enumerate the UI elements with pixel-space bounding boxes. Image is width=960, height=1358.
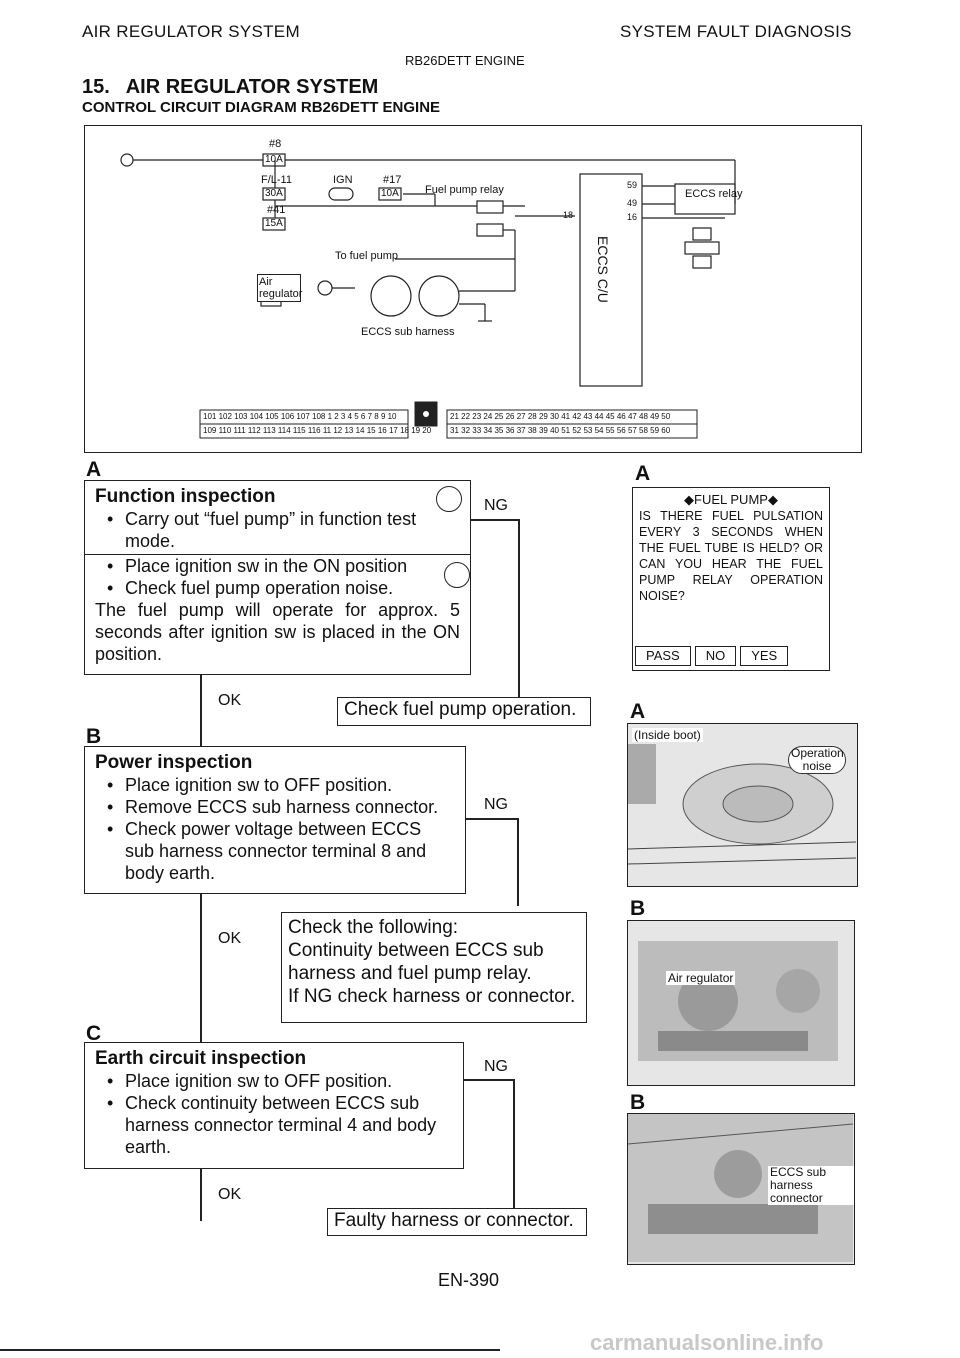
consult-icon — [436, 486, 462, 512]
photo2-label: Air regulator — [666, 971, 736, 985]
step-b-result-line1: Check the following: — [288, 917, 459, 938]
step-a-item3: Check fuel pump operation noise. — [105, 577, 460, 599]
circuit-diagram: #8 10A F/L-11 30A IGN #17 10A #41 15A Fu… — [84, 125, 862, 453]
step-b-label: B — [86, 725, 102, 748]
air-regulator-label: Air regulator — [257, 274, 303, 302]
step-b-title: Power inspection — [95, 752, 253, 773]
photo-eccs-harness: ECCS sub harness connector — [627, 1113, 855, 1265]
pin-49: 49 — [627, 198, 638, 208]
eccs-relay-label: ECCS relay — [685, 188, 743, 200]
side-b-label: B — [630, 897, 646, 920]
section-subtitle: CONTROL CIRCUIT DIAGRAM RB26DETT ENGINE — [82, 99, 441, 116]
step-a-item1: Carry out “fuel pump” in function test m… — [105, 508, 460, 552]
eccs-sub-harness-label: ECCS sub harness — [361, 326, 455, 338]
connector-bottom-left: 109 110 111 112 113 114 115 116 11 12 13… — [203, 426, 432, 435]
step-a-item2: Place ignition sw in the ON position — [105, 555, 460, 577]
pin-59: 59 — [627, 180, 638, 190]
step-c-item2: Check continuity between ECCS sub harnes… — [105, 1092, 453, 1158]
connector-top-left: 101 102 103 104 105 106 107 108 1 2 3 4 … — [203, 412, 397, 421]
watermark: carmanualsonline.info — [590, 1330, 824, 1355]
step-c-box: Earth circuit inspection Place ignition … — [84, 1042, 464, 1169]
step-a-ng: NG — [484, 497, 508, 514]
step-a-title: Function inspection — [95, 486, 276, 507]
pin-18: 18 — [563, 210, 574, 220]
photo-inside-boot: (Inside boot) Operation noise — [627, 723, 858, 887]
fuse17-amp: 10A — [381, 188, 399, 199]
photo1-label-operation-noise: Operation noise — [788, 746, 846, 774]
photo1-label-inside-boot: (Inside boot) — [632, 728, 703, 742]
fuel-no-button[interactable]: NO — [694, 646, 737, 666]
pin-16: 16 — [627, 212, 638, 222]
step-b-item3: Check power voltage between ECCS sub har… — [105, 818, 455, 884]
fuse8-label: #8 — [269, 138, 282, 150]
step-c-label: C — [86, 1022, 102, 1045]
fl11-amp: 30A — [265, 188, 283, 199]
side-b2-label: B — [630, 1091, 646, 1114]
step-c-ng: NG — [484, 1058, 508, 1075]
fuel-pump-title: ◆FUEL PUMP◆ — [684, 492, 778, 507]
step-a-result: Check fuel pump operation. — [337, 697, 591, 726]
fuel-pump-panel: ◆FUEL PUMP◆ IS THERE FUEL PULSATION EVER… — [632, 487, 830, 671]
photo-inside-boot-drawing — [628, 744, 856, 865]
fuse41-amp: 15A — [265, 218, 283, 229]
step-a-ok: OK — [218, 692, 242, 709]
connector-bottom-right: 31 32 33 34 35 36 37 38 39 40 51 52 53 5… — [450, 426, 671, 435]
photo3-label: ECCS sub harness connector — [768, 1166, 854, 1205]
section-title: 15. AIR REGULATOR SYSTEM — [82, 76, 379, 98]
fuel-pump-relay-label: Fuel pump relay — [425, 184, 504, 196]
fuel-pump-text: IS THERE FUEL PULSATION EVERY 3 SECONDS … — [639, 509, 823, 603]
step-b-result: Check the following: Continuity between … — [281, 912, 587, 1023]
step-b-box: Power inspection Place ignition sw to OF… — [84, 746, 466, 894]
ign-label: IGN — [333, 174, 353, 186]
photo-air-regulator-drawing — [638, 941, 838, 1061]
circuit-diagram-lines — [120, 153, 736, 439]
step-b-result-line3: If NG check harness or connector. — [288, 986, 576, 1007]
photo-air-regulator: Air regulator — [627, 920, 855, 1086]
to-fuel-pump-label: To fuel pump — [335, 250, 398, 262]
header-right: SYSTEM FAULT DIAGNOSIS — [620, 22, 852, 41]
step-c-result: Faulty harness or connector. — [327, 1208, 587, 1236]
step-a-text: The fuel pump will operate for approx. 5… — [95, 600, 460, 664]
fuse8-amp: 10A — [265, 154, 283, 165]
step-c-ok: OK — [218, 1186, 242, 1203]
side-a-label: A — [635, 462, 651, 485]
fuse17-label: #17 — [383, 174, 402, 186]
header-left: AIR REGULATOR SYSTEM — [82, 22, 300, 41]
fuel-yes-button[interactable]: YES — [740, 646, 789, 666]
side-a2-label: A — [630, 700, 646, 723]
step-b-item2: Remove ECCS sub harness connector. — [105, 796, 455, 818]
eccs-cu-label: ECCS C/U — [595, 236, 611, 303]
page-number: EN-390 — [438, 1270, 500, 1290]
step-b-result-line2: Continuity between ECCS sub harness and … — [288, 940, 544, 984]
step-c-item1: Place ignition sw to OFF position. — [105, 1070, 453, 1092]
step-a-label: A — [86, 458, 102, 481]
step-b-ng: NG — [484, 796, 508, 813]
connector-top-right: 21 22 23 24 25 26 27 28 29 30 41 42 43 4… — [450, 412, 671, 421]
step-b-item1: Place ignition sw to OFF position. — [105, 774, 455, 796]
step-a-box: Function inspection Carry out “fuel pump… — [84, 480, 471, 675]
step-c-title: Earth circuit inspection — [95, 1048, 307, 1069]
step-b-ok: OK — [218, 930, 242, 947]
fuse41-label: #41 — [267, 204, 286, 216]
fuel-pass-button[interactable]: PASS — [635, 646, 691, 666]
fl11-label: F/L-11 — [261, 174, 292, 186]
header-center: RB26DETT ENGINE — [405, 53, 525, 68]
ignition-icon — [444, 562, 470, 588]
